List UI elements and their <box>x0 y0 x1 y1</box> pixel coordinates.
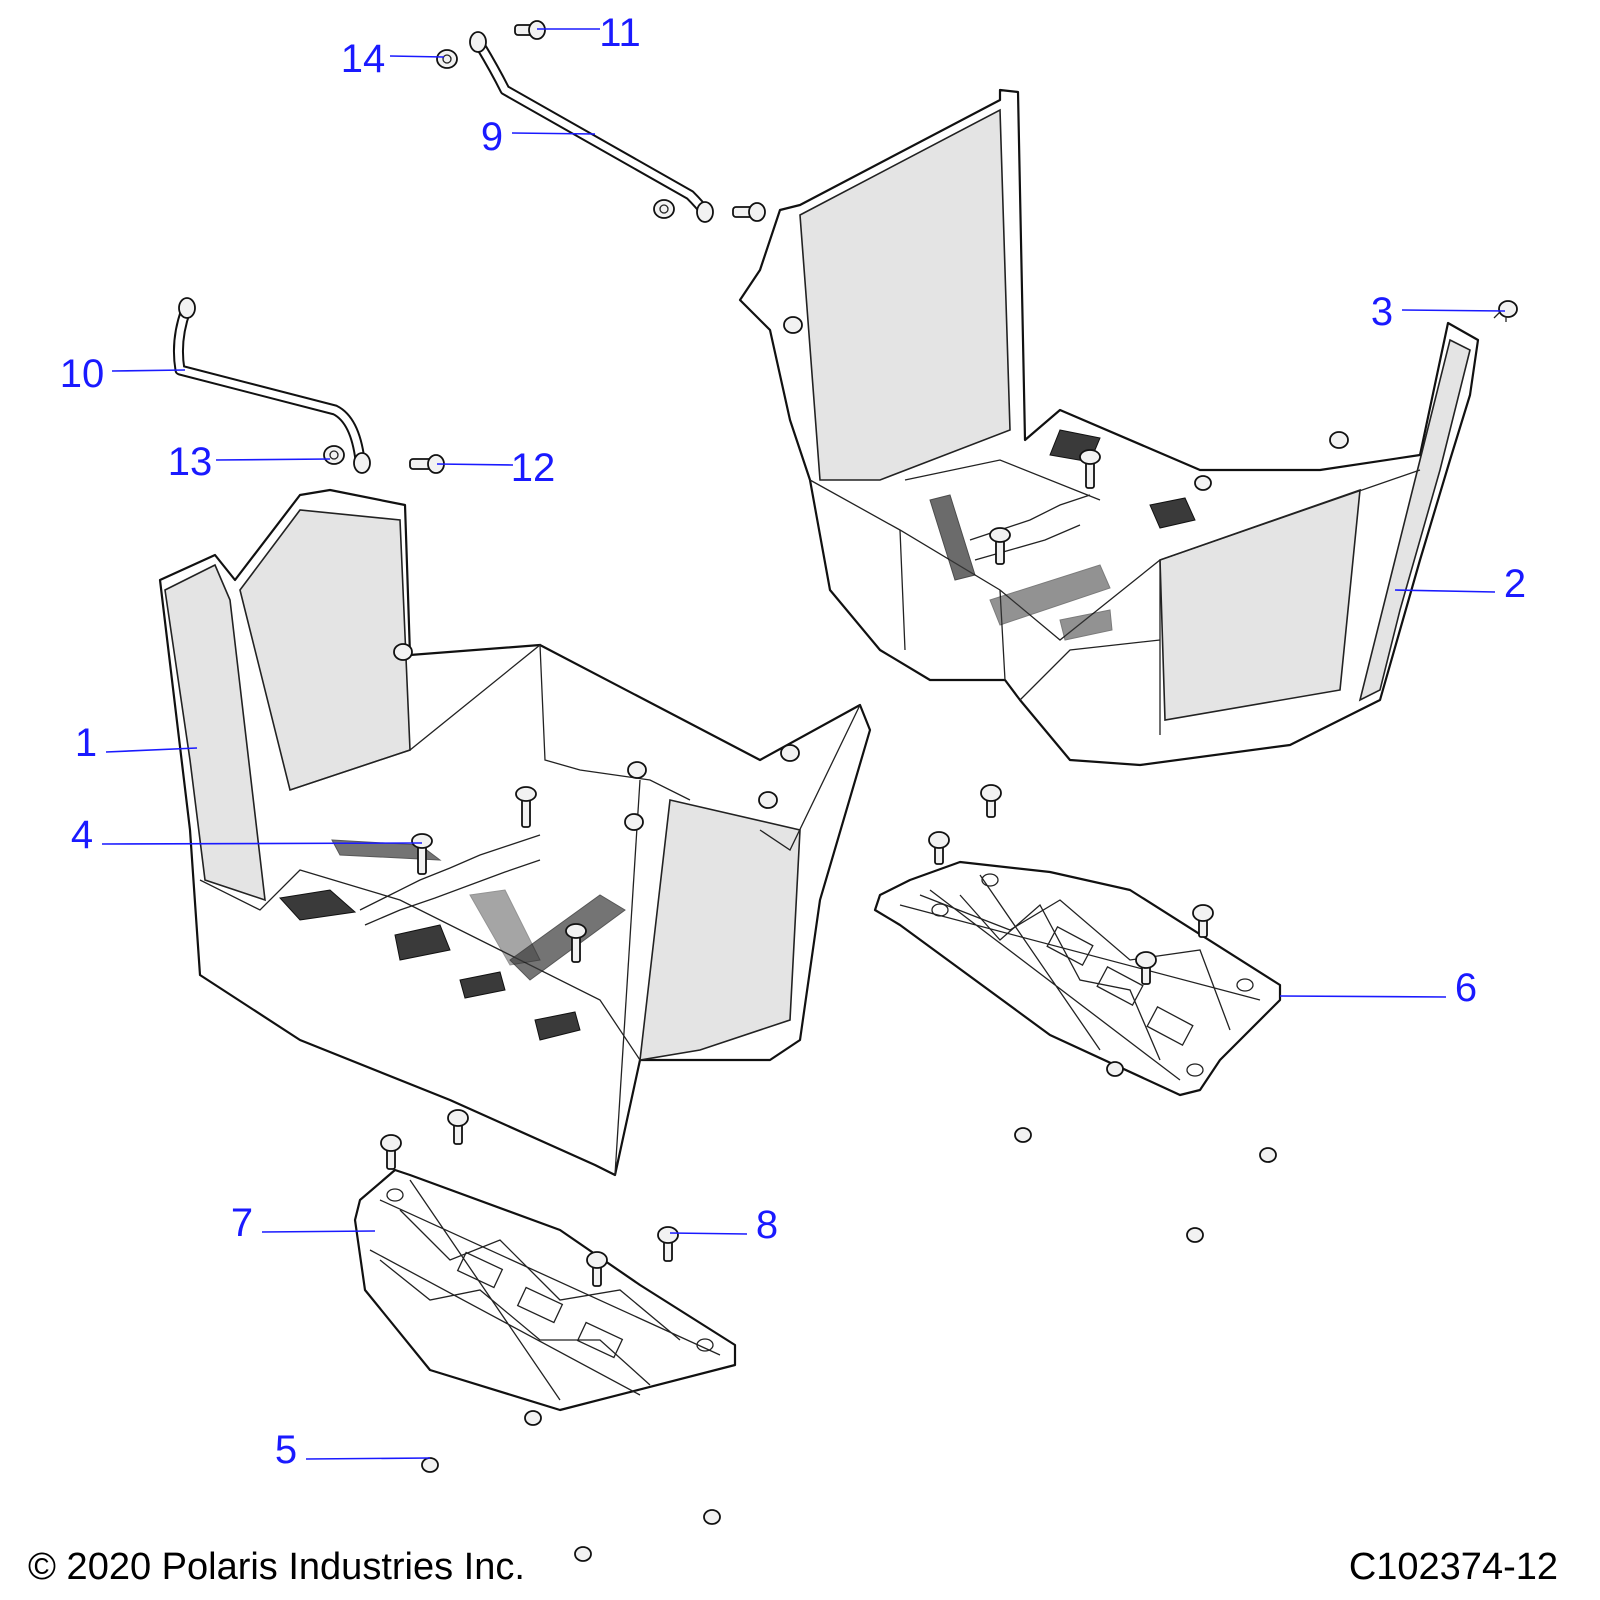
callout-leader-7 <box>261 1230 376 1233</box>
footwell-left <box>158 488 872 1177</box>
callout-leader-5 <box>305 1457 431 1460</box>
callout-number-12: 12 <box>511 446 556 490</box>
callout-leader-8 <box>669 1232 748 1235</box>
fastener-nut-13 <box>323 445 345 465</box>
callout-number-9: 9 <box>481 115 503 159</box>
callout-number-4: 4 <box>71 813 93 857</box>
callout-number-6: 6 <box>1455 966 1477 1010</box>
floor-bolts <box>380 784 1214 1287</box>
callout-number-5: 5 <box>275 1428 297 1472</box>
fastener-bolt-11 <box>514 20 546 40</box>
callout-number-3: 3 <box>1371 290 1393 334</box>
callout-leader-3 <box>1401 309 1506 312</box>
callout-leader-14 <box>389 55 445 58</box>
callout-leader-10 <box>111 369 186 372</box>
callout-number-1: 1 <box>75 721 97 765</box>
fastener-nut-upper-right <box>653 199 675 219</box>
callout-leader-1 <box>105 747 198 753</box>
callout-number-14: 14 <box>341 37 386 81</box>
fastener-bolt-upper-right <box>732 202 766 222</box>
brace-tube-upper <box>469 31 714 223</box>
callout-number-8: 8 <box>756 1203 778 1247</box>
callout-leader-2 <box>1394 589 1496 593</box>
callout-number-2: 2 <box>1504 562 1526 606</box>
copyright-text: © 2020 Polaris Industries Inc. <box>28 1546 525 1588</box>
floor-nuts <box>421 1061 1277 1562</box>
push-rivet-3 <box>1493 300 1518 322</box>
callout-leader-12 <box>436 463 514 466</box>
callout-number-7: 7 <box>231 1201 253 1245</box>
callout-leader-6 <box>1279 995 1447 998</box>
callout-leader-9 <box>511 132 596 135</box>
callout-leader-13 <box>215 458 331 461</box>
callout-number-11: 11 <box>599 11 641 55</box>
drawing-id: C102374-12 <box>1348 1546 1558 1588</box>
callout-number-13: 13 <box>168 440 213 484</box>
footwell-right <box>738 88 1480 767</box>
fastener-nut-14 <box>436 49 458 69</box>
floor-panel-left <box>353 1168 737 1412</box>
callout-number-10: 10 <box>60 352 105 396</box>
callout-leader-4 <box>101 842 423 845</box>
floor-panel-right <box>873 860 1282 1097</box>
brace-tube-lower <box>173 297 371 474</box>
